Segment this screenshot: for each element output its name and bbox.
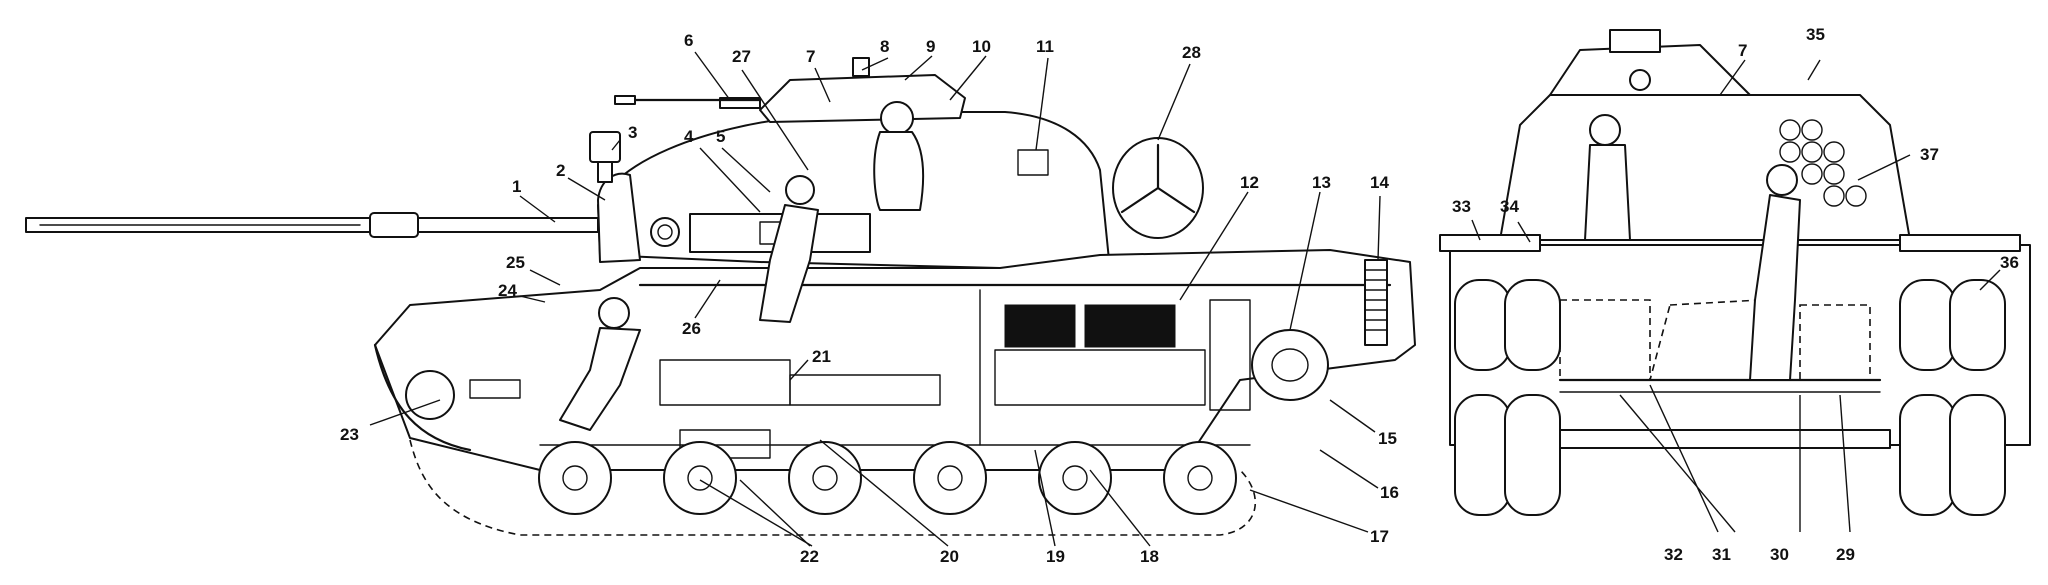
cross-section-view xyxy=(1439,29,2031,516)
callout-19: 19 xyxy=(1046,547,1065,566)
callout-10: 10 xyxy=(972,37,991,56)
callout-8: 8 xyxy=(880,37,889,56)
callout-7b: 7 xyxy=(1738,41,1747,60)
callout-21: 21 xyxy=(812,347,831,366)
callout-7: 7 xyxy=(806,47,815,66)
callout-18: 18 xyxy=(1140,547,1159,566)
callout-28: 28 xyxy=(1182,43,1201,62)
callout-22: 22 xyxy=(800,547,819,566)
sight-box xyxy=(589,131,621,183)
callout-35: 35 xyxy=(1806,25,1825,44)
callout-31: 31 xyxy=(1712,545,1731,564)
callout-23: 23 xyxy=(340,425,359,444)
callout-11: 11 xyxy=(1036,37,1054,56)
callout-16: 16 xyxy=(1380,483,1399,502)
callout-15: 15 xyxy=(1378,429,1397,448)
callout-6: 6 xyxy=(684,31,693,50)
turret xyxy=(597,111,1111,271)
track xyxy=(373,343,1256,536)
callout-3: 3 xyxy=(628,123,637,142)
callout-leaders xyxy=(369,51,2001,547)
callout-17: 17 xyxy=(1370,527,1389,546)
callout-1: 1 xyxy=(512,177,521,196)
callout-26: 26 xyxy=(682,319,701,338)
engine-compartment xyxy=(994,299,1329,411)
callout-36: 36 xyxy=(2000,253,2019,272)
callout-29: 29 xyxy=(1836,545,1855,564)
side-view xyxy=(25,57,1416,536)
ammo-rack-circle xyxy=(1112,137,1204,239)
gun-barrel xyxy=(25,212,599,238)
callout-4: 4 xyxy=(684,127,694,146)
cross-section-wheels-left xyxy=(1454,279,1561,516)
callout-14: 14 xyxy=(1370,173,1389,192)
cross-section-wheels-right xyxy=(1899,279,2006,516)
road-wheels xyxy=(538,441,1237,515)
exhaust-grille xyxy=(1364,259,1388,346)
callout-13: 13 xyxy=(1312,173,1331,192)
callout-34: 34 xyxy=(1500,197,1519,216)
interior-stowage xyxy=(469,359,941,459)
commander-cupola xyxy=(614,57,966,123)
callout-24: 24 xyxy=(498,281,517,300)
callout-30: 30 xyxy=(1770,545,1789,564)
ammo-circles-turret xyxy=(1779,119,1867,207)
crew-figures xyxy=(559,101,925,431)
callout-12: 12 xyxy=(1240,173,1259,192)
callout-27: 27 xyxy=(732,47,751,66)
callout-25: 25 xyxy=(506,253,525,272)
callout-labels: 1 2 3 4 5 6 27 7 8 9 10 11 28 12 13 14 2… xyxy=(340,25,2019,566)
callout-33: 33 xyxy=(1452,197,1471,216)
callout-5: 5 xyxy=(716,127,725,146)
callout-37: 37 xyxy=(1920,145,1939,164)
callout-9: 9 xyxy=(926,37,935,56)
callout-32: 32 xyxy=(1664,545,1683,564)
callout-2: 2 xyxy=(556,161,565,180)
callout-20: 20 xyxy=(940,547,959,566)
